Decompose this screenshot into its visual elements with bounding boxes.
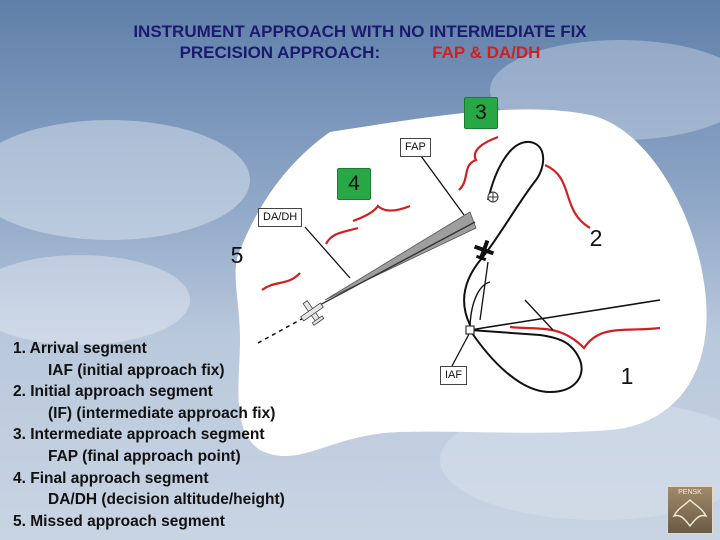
brace-5-left [261,272,301,291]
brace-2 [544,163,591,229]
legend-item-1-main: 1. Arrival segment [13,340,147,357]
procedure-turn-track [463,140,545,326]
segment-2-label: 2 [589,225,603,251]
arrival-line [469,299,661,331]
title-line-2-prefix: PRECISION APPROACH: [179,43,381,62]
brace-3 [458,135,499,191]
pensk-logo: PENSK [667,486,713,534]
holding-racetrack [469,329,583,394]
fap-fix-symbol [487,191,499,203]
legend-item-2-main: 2. Initial approach segment [13,383,213,401]
segment-3-badge: 3 [464,97,498,129]
arrival-track [469,281,491,331]
brace-5-right [325,226,359,245]
iaf-fix-symbol [465,325,475,335]
title-line-1: INSTRUMENT APPROACH WITH NO INTERMEDIATE… [133,22,587,41]
segment-5-label: 5 [230,242,244,268]
dadh-label: DA/DH [258,208,303,227]
pointer-lines [304,155,554,367]
segment-2-pointer [479,261,489,321]
title-line-2-accent: FAP & DA/DH [432,43,541,62]
segment-4-badge: 4 [337,168,371,200]
fap-pointer [420,155,465,216]
legend-item-2-sub: (IF) (intermediate approach fix) [48,404,276,422]
legend-item-3-sub: FAP (final approach point) [48,447,241,465]
segment-1-pointer [524,299,554,331]
aircraft-inbound-icon [473,239,495,262]
legend-item-1-sub: IAF (initial approach fix) [48,361,225,379]
fap-label: FAP [400,138,431,157]
iaf-pointer [451,333,470,367]
segment-legend: 1. Arrival segment IAF (initial approach… [13,338,285,532]
legend-item-4-sub: DA/DH (decision altitude/height) [48,491,285,509]
title-line-2: PRECISION APPROACH: FAP & DA/DH [0,43,720,63]
brace-4 [352,204,411,223]
legend-item-5-main: 5. Missed approach segment [13,512,225,530]
logo-text: PENSK [678,489,702,496]
aircraft-missed-icon [300,300,325,326]
legend-item-3-main: 3. Intermediate approach segment [13,426,265,444]
phoenix-emblem-icon [672,499,708,528]
brace-1 [509,325,661,350]
segment-1-label: 1 [620,363,634,389]
iaf-label: IAF [440,366,468,385]
approach-area [235,109,707,457]
approach-cone [324,211,477,301]
legend-item-4-main: 4. Final approach segment [13,469,209,487]
glide-path [317,221,476,307]
segment-braces [261,135,661,350]
dadh-pointer [304,226,351,279]
